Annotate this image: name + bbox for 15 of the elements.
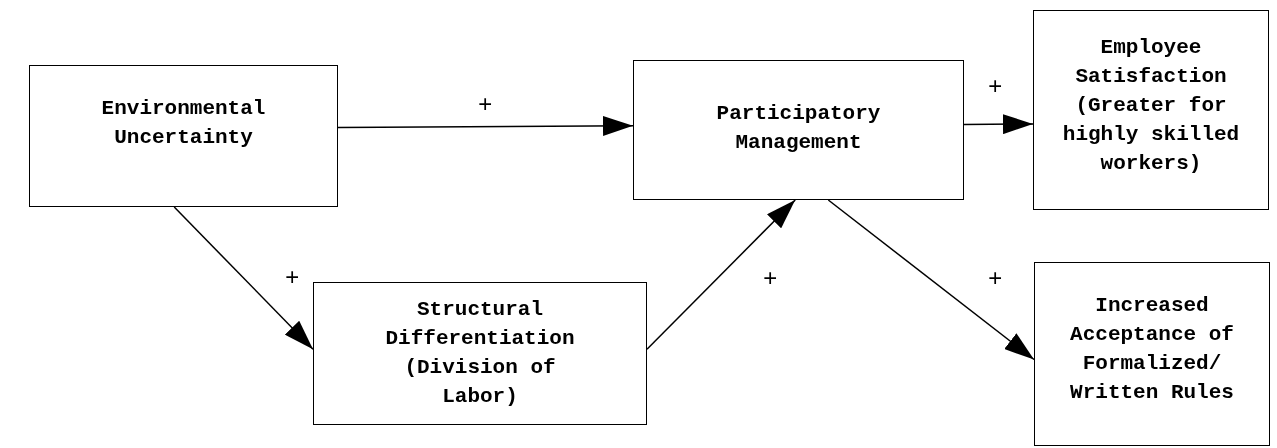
arrow	[173, 206, 314, 350]
arrow	[646, 199, 796, 350]
process-box	[633, 60, 964, 200]
box-label: Employee Satisfaction (Greater for highly skilled workers)	[1061, 35, 1241, 177]
box-label: Environmental Uncertainty	[100, 96, 267, 151]
process-box	[29, 65, 338, 207]
arrow	[337, 115, 634, 136]
box-label: Increased Acceptance of Formalized/ Written Rules	[1069, 293, 1235, 406]
process-box	[1034, 262, 1270, 446]
process-box	[313, 282, 647, 425]
box-label: Participatory Management	[715, 101, 882, 156]
box-label: Structural Differentiation (Division of Labor)	[384, 297, 576, 410]
process-box	[1033, 10, 1269, 210]
arrow	[827, 199, 1035, 361]
arrow	[963, 114, 1034, 135]
